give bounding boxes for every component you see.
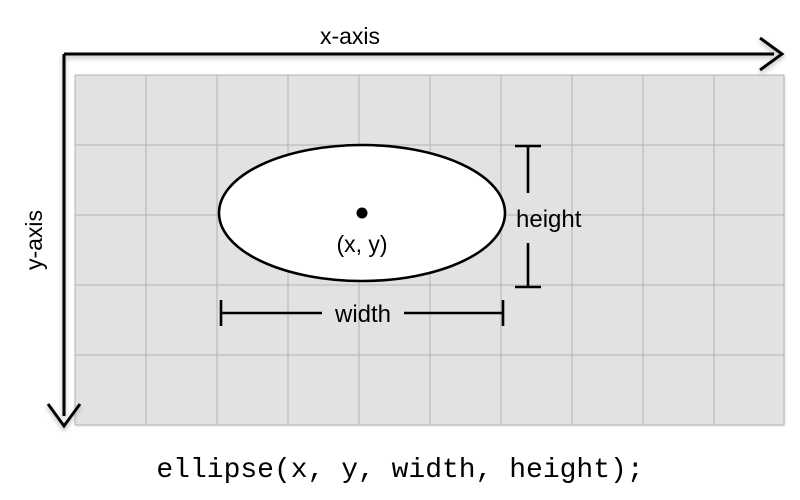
y-axis-label: y-axis (21, 210, 47, 270)
ellipse-center-label: (x, y) (336, 231, 387, 257)
width-measurement (219, 300, 505, 326)
x-axis-label: x-axis (320, 23, 380, 49)
axes-group (46, 36, 785, 429)
width-label: width (334, 301, 391, 328)
code-caption: ellipse(x, y, width, height); (156, 455, 643, 486)
height-measurement (515, 144, 541, 289)
height-label: height (516, 206, 582, 233)
x-axis-arrowhead (759, 36, 785, 72)
ellipse-shape-group: (x, y) (217, 143, 507, 283)
ellipse-center-dot (356, 207, 368, 219)
y-axis-arrowhead (46, 403, 82, 429)
